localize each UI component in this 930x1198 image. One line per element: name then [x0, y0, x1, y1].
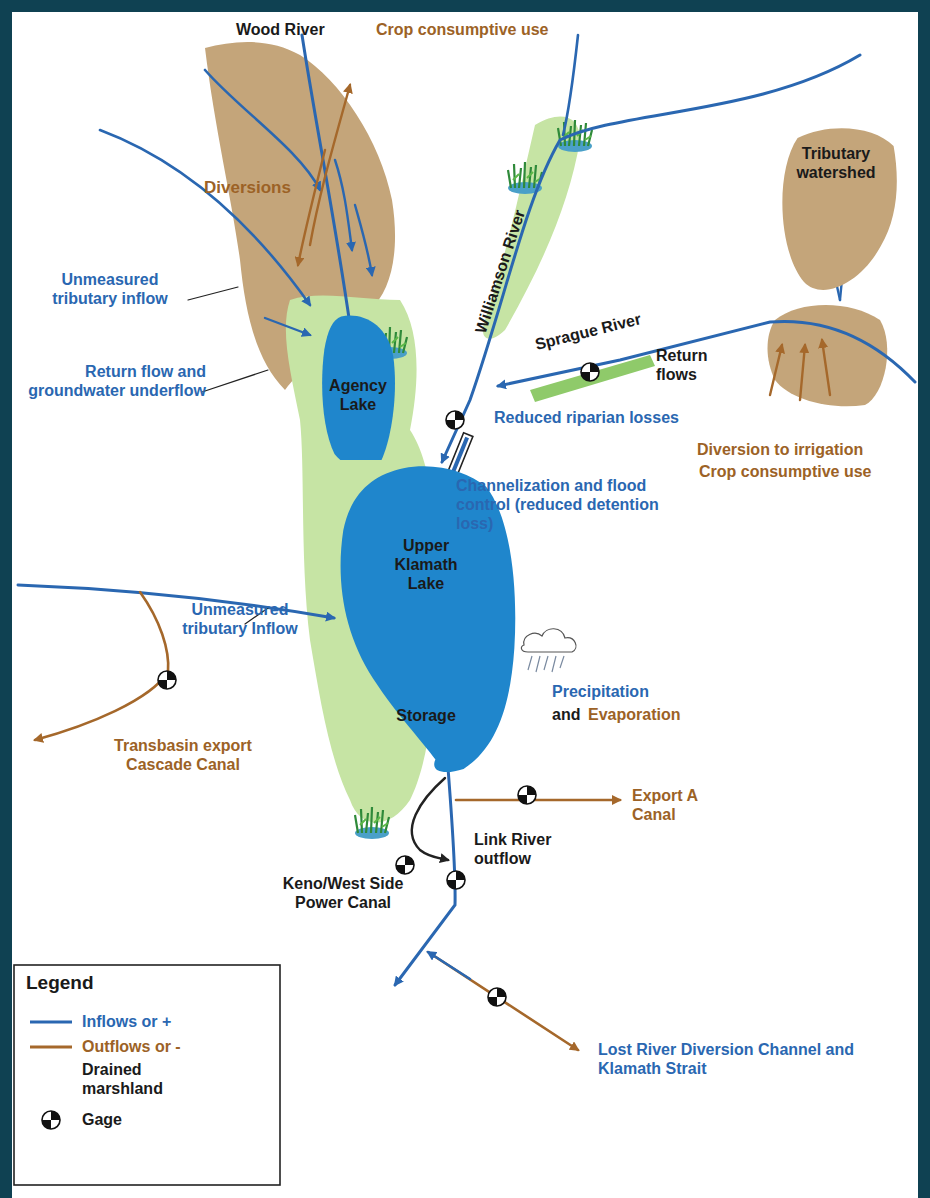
legend-text: Drained marshland [82, 1060, 202, 1098]
land-areas [205, 42, 887, 822]
marsh-icons [31, 120, 592, 1084]
map-label: and [552, 705, 588, 724]
map-label: Unmeasured tributary inflow [30, 270, 190, 308]
node-label: Upper Klamath Lake [376, 536, 476, 593]
weather-cloud [521, 629, 576, 672]
map-label: Return flow and groundwater underflow [16, 362, 206, 400]
watershed-area: Tributary watershed [772, 122, 900, 322]
node-outline-path [782, 128, 896, 290]
map-label: Legend [26, 972, 146, 994]
node-label: Storage [376, 706, 476, 725]
map-label: Reduced riparian losses [494, 408, 714, 427]
map-label: Return flows [656, 346, 720, 384]
map-label: Diversions [204, 178, 314, 198]
map-label: Unmeasured tributary Inflow [160, 600, 320, 638]
map-label: Wood River [236, 20, 356, 39]
node-label: Tributary watershed [786, 144, 886, 182]
map-label: Crop consumptive use [376, 20, 576, 39]
map-label: Lost River Diversion Channel and Klamath… [598, 1040, 883, 1078]
legend-text: Outflows or - [82, 1037, 262, 1056]
map-label: Diversion to irrigation [697, 440, 917, 459]
map-label: Channelization and flood control (reduce… [456, 476, 671, 533]
legend-text: Gage [82, 1110, 202, 1129]
map-label: Keno/West Side Power Canal [278, 874, 408, 912]
node-label: Agency Lake [320, 376, 396, 414]
map-label: Transbasin export Cascade Canal [88, 736, 278, 774]
map-label: Evaporation [588, 705, 698, 724]
map-label: Precipitation [552, 682, 672, 701]
legend-box [14, 965, 280, 1185]
map-label: Link River outflow [474, 830, 560, 868]
map-label: Sprague River [527, 308, 648, 355]
rivers-and-canals [18, 35, 915, 1050]
map-label: Export A Canal [632, 786, 712, 824]
legend-text: Inflows or + [82, 1012, 262, 1031]
map-label: Williamson River [466, 192, 534, 350]
map-label: Crop consumptive use [699, 462, 919, 481]
lake-shape: Agency Lake [316, 312, 400, 460]
